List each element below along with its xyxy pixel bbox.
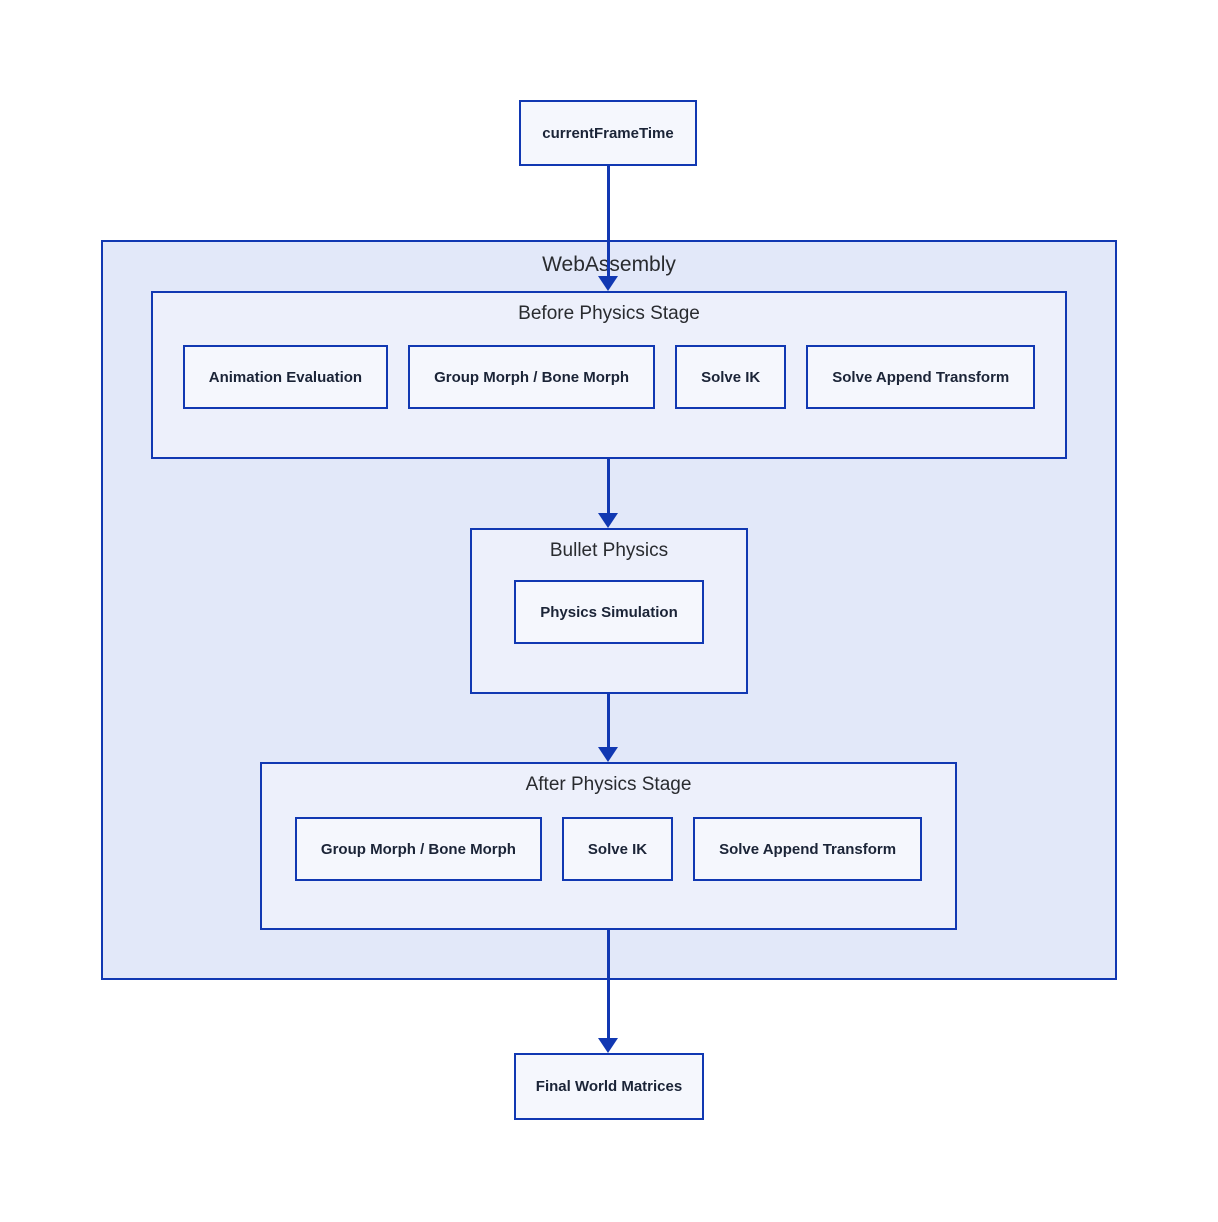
arrow-input-to-before-stage: [598, 166, 618, 291]
container-bullet-physics-title: Bullet Physics: [549, 540, 669, 561]
node-final-world-matrices: Final World Matrices: [514, 1053, 704, 1120]
container-after-physics-stage-title: After Physics Stage: [525, 774, 692, 795]
node-solve-append-transform: Solve Append Transform: [693, 817, 923, 881]
arrow-before-stage-to-bullet: [598, 458, 618, 528]
arrow-bullet-to-after-stage: [598, 693, 618, 762]
container-before-physics-stage: Before Physics Stage Animation Evaluatio…: [151, 291, 1067, 459]
container-before-physics-stage-title: Before Physics Stage: [518, 303, 700, 324]
node-solve-ik: Solve IK: [561, 817, 674, 881]
node-animation-evaluation: Animation Evaluation: [182, 345, 389, 409]
arrow-line: [606, 693, 610, 750]
arrow-after-stage-to-output: [598, 929, 618, 1053]
container-bullet-physics: Bullet Physics Physics Simulation: [470, 528, 748, 694]
node-physics-simulation: Physics Simulation: [514, 580, 704, 644]
arrow-head-icon: [598, 1038, 618, 1053]
node-group-morph-bone-morph: Group Morph / Bone Morph: [408, 345, 656, 409]
node-current-frame-time: currentFrameTime: [519, 100, 697, 166]
node-solve-ik: Solve IK: [675, 345, 787, 409]
bullet-box-row: Physics Simulation: [472, 580, 746, 644]
node-group-morph-bone-morph: Group Morph / Bone Morph: [294, 817, 542, 881]
arrow-head-icon: [598, 513, 618, 528]
node-solve-append-transform: Solve Append Transform: [806, 345, 1036, 409]
arrow-line: [606, 929, 610, 1041]
container-after-physics-stage: After Physics Stage Group Morph / Bone M…: [260, 762, 957, 930]
arrow-head-icon: [598, 747, 618, 762]
before-stage-box-row: Animation Evaluation Group Morph / Bone …: [153, 345, 1065, 409]
arrow-line: [606, 458, 610, 516]
arrow-line: [606, 166, 610, 279]
after-stage-box-row: Group Morph / Bone Morph Solve IK Solve …: [262, 817, 955, 881]
arrow-head-icon: [598, 276, 618, 291]
